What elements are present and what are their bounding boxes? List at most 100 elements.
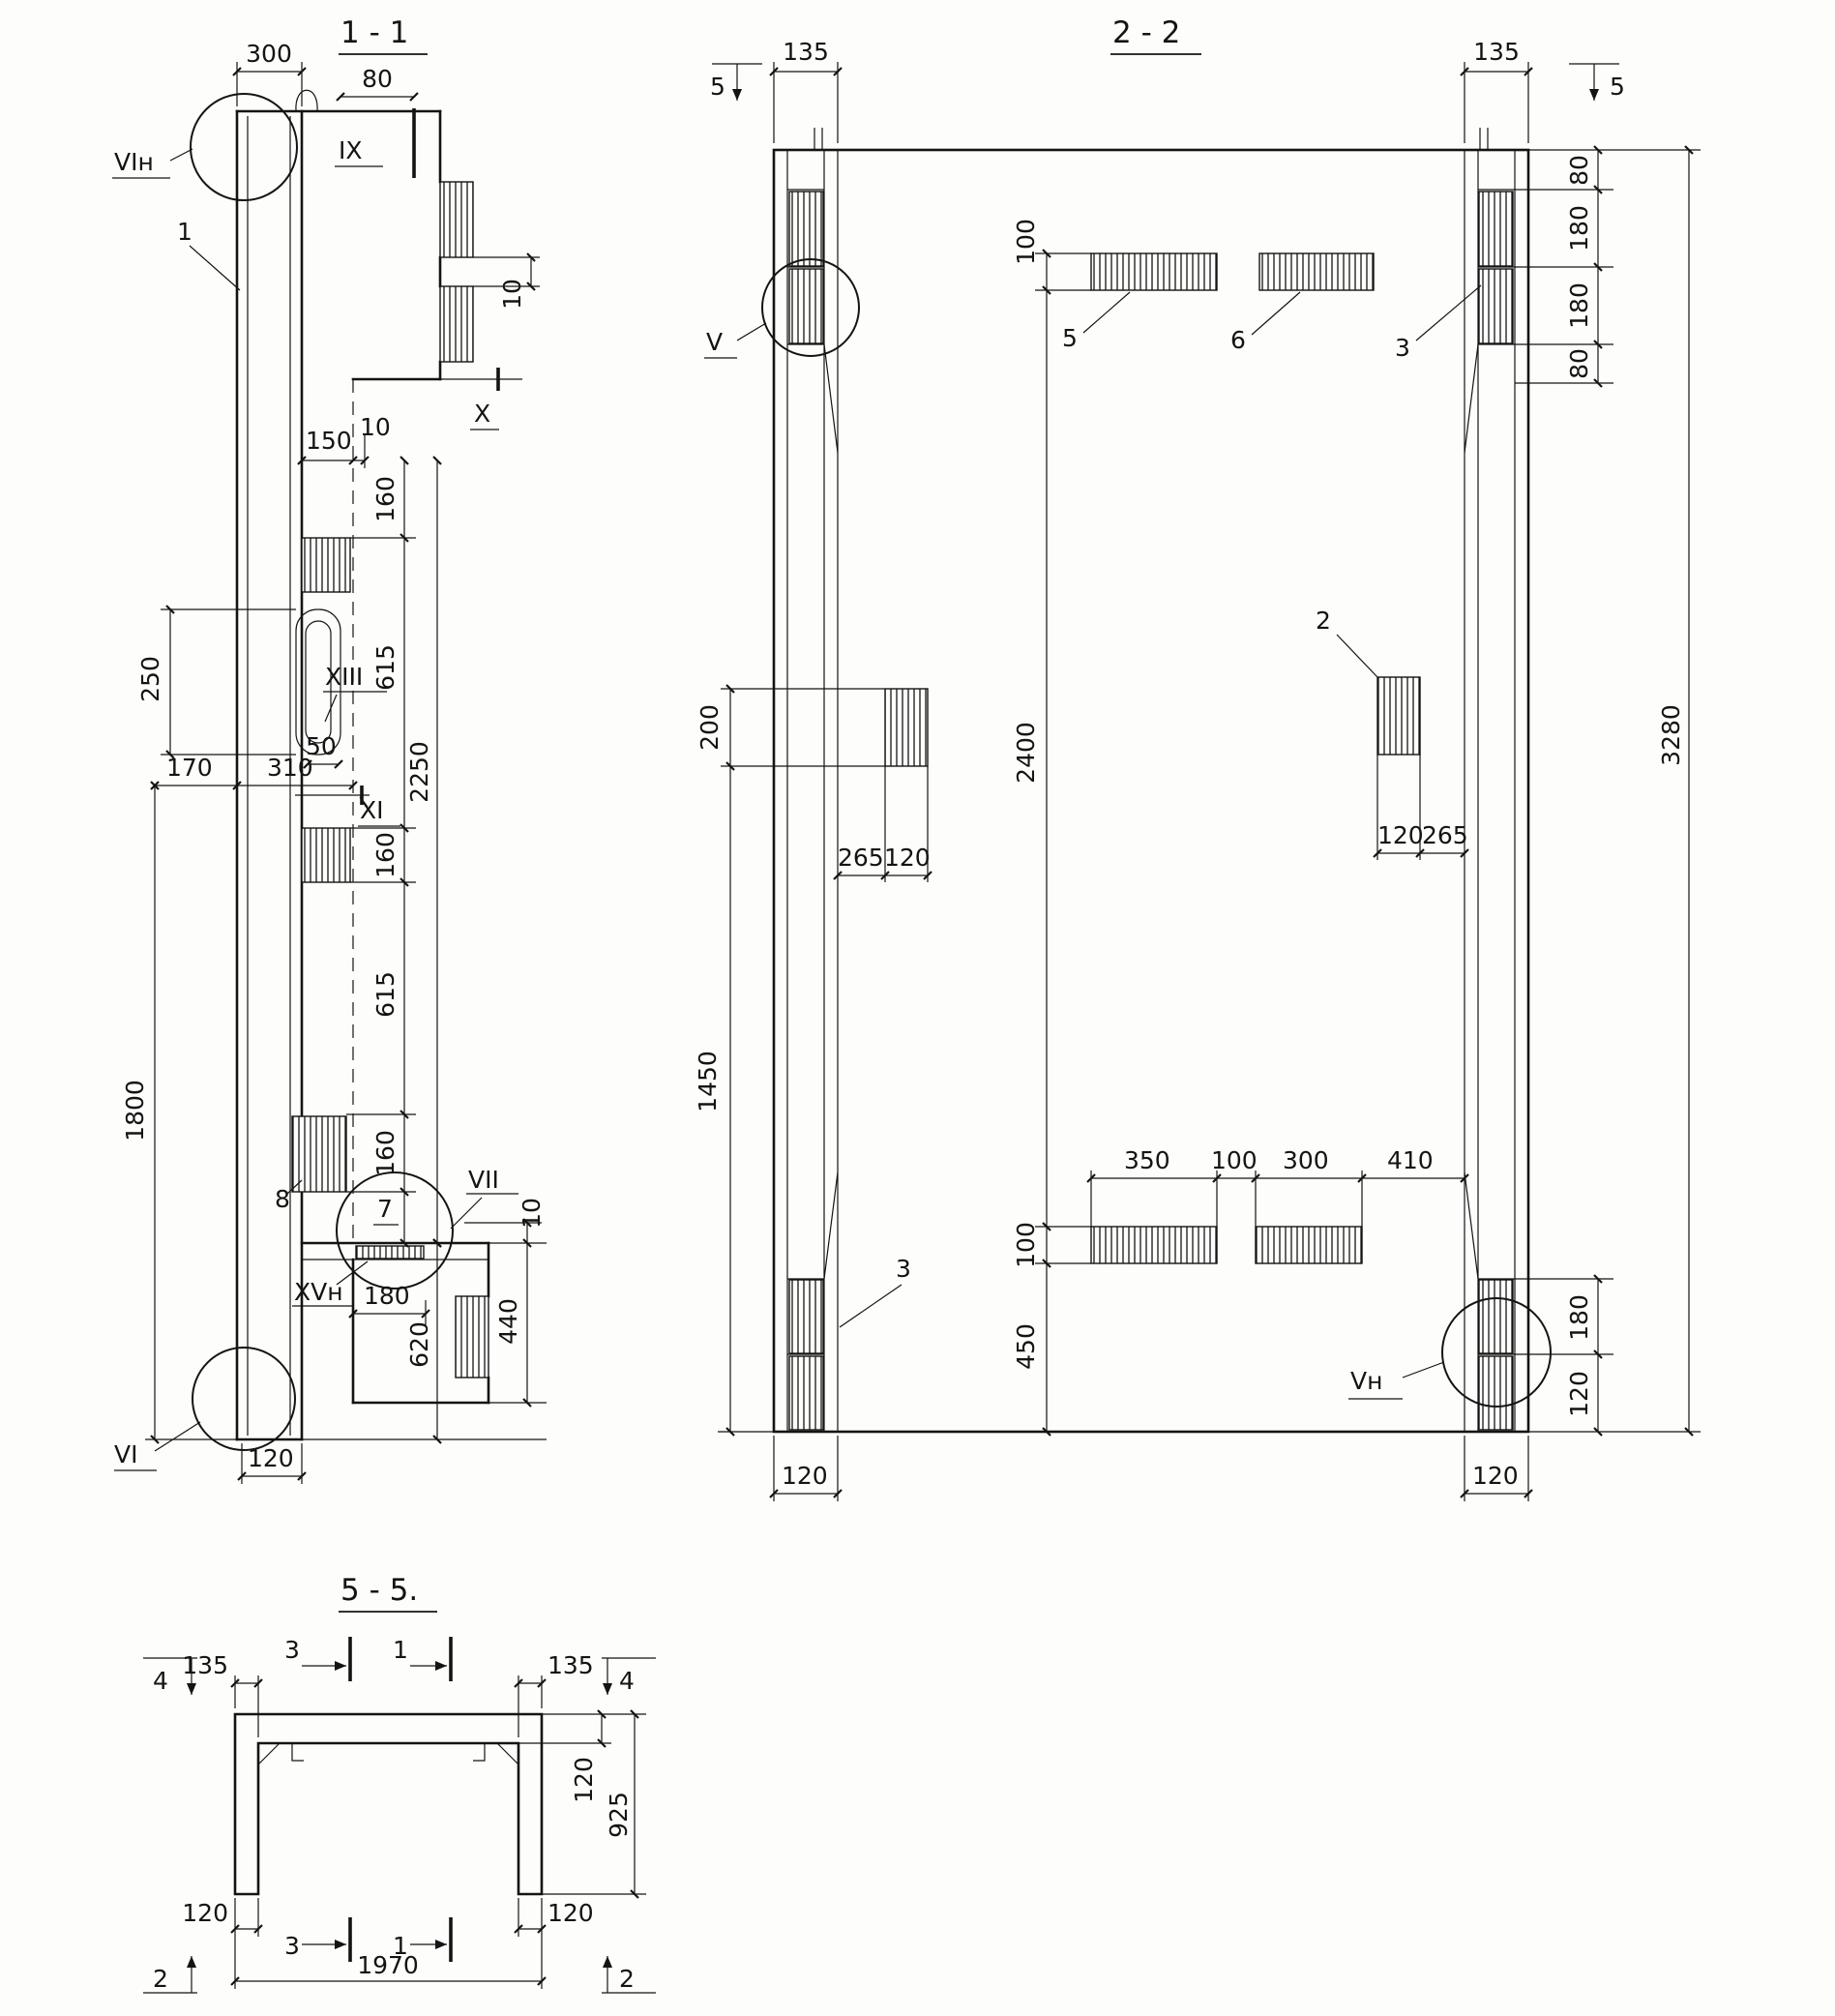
slot-recess	[295, 608, 341, 756]
section-1-1-dimensions	[145, 62, 547, 1484]
embed-plate	[439, 285, 474, 363]
dim-160-b: 160	[371, 832, 400, 878]
dim-150: 150	[306, 427, 352, 455]
part-label-5: 5	[1062, 324, 1078, 352]
callout-v: V	[706, 328, 723, 356]
rib-embed-plate	[1478, 268, 1514, 344]
dim-450: 450	[1012, 1323, 1040, 1370]
rib-embed-plate	[1478, 191, 1514, 267]
section-1-1-geometry	[112, 53, 522, 1471]
mark-5-right: 5	[1610, 73, 1625, 101]
embed-plate-bottom-right	[1255, 1226, 1363, 1264]
rib-embed-plate	[788, 1355, 824, 1431]
section-5-5-title: 5 - 5.	[340, 1573, 418, 1608]
dim-100-bottom: 100	[1012, 1222, 1040, 1268]
section-5-5-dimensions	[143, 1637, 656, 1994]
dim-615-a: 615	[371, 644, 400, 691]
rib-embed-plate	[788, 1279, 824, 1354]
dim-120-left: 120	[884, 844, 931, 872]
section-1-1: 1 - 1 VIн 1 300 80 IX 10 X 150 10 160 61…	[112, 15, 547, 1484]
dim-80-b: 80	[1565, 348, 1593, 379]
dim-120-bottom-right: 120	[1472, 1462, 1519, 1490]
dim-310: 310	[267, 754, 313, 782]
part-label-3-top: 3	[1395, 334, 1410, 362]
dim-120-right: 120	[1377, 821, 1424, 849]
dim-160-a: 160	[371, 476, 400, 522]
mark-1-bottom: 1	[393, 1932, 408, 1960]
dim-1800: 1800	[121, 1080, 149, 1141]
dim-50: 50	[306, 732, 337, 760]
dim-265-right: 265	[1422, 821, 1468, 849]
embed-plate-2-right	[1376, 676, 1421, 756]
callout-xi: XI	[360, 796, 384, 824]
dim-2400: 2400	[1012, 722, 1040, 784]
dim-100-mid: 100	[1211, 1146, 1258, 1174]
dim-1450: 1450	[694, 1051, 722, 1112]
embed-plate-6	[1258, 252, 1375, 291]
callout-vi-bottom: VI	[114, 1440, 137, 1468]
mark-1-top: 1	[393, 1636, 408, 1664]
embed-plate	[301, 537, 351, 593]
dim-10-mid: 10	[360, 413, 391, 441]
rib-embed-plate	[788, 268, 824, 344]
mark-5-left: 5	[710, 73, 725, 101]
dim-120-bottom-left: 120	[782, 1462, 828, 1490]
callout-vi-n-top: VIн	[114, 148, 154, 176]
dim-120-bottom-right: 120	[548, 1899, 594, 1927]
dim-135-left: 135	[783, 38, 829, 66]
embed-plate-2-left	[884, 688, 929, 767]
section-2-2: 2 - 2 5 5 135 135 100 80 180 180 80 V 5 …	[694, 15, 1701, 1501]
rib-embed-plate	[1478, 1355, 1514, 1431]
detail-circle-v-n	[1441, 1297, 1552, 1408]
dim-10-top: 10	[498, 279, 526, 310]
dim-170: 170	[166, 754, 213, 782]
dim-135-right: 135	[548, 1651, 594, 1679]
embed-plate	[455, 1295, 489, 1379]
dim-2250: 2250	[405, 741, 433, 803]
callout-xiii: XIII	[325, 663, 363, 691]
part-label-3-bottom: 3	[896, 1255, 911, 1283]
dim-160-c: 160	[371, 1130, 400, 1176]
dim-135-right: 135	[1473, 38, 1520, 66]
callout-vii: VII	[468, 1166, 499, 1194]
detail-circle-7	[336, 1171, 454, 1290]
dim-620: 620	[405, 1321, 433, 1368]
callout-v-n: Vн	[1350, 1367, 1382, 1395]
dim-135-left: 135	[182, 1651, 228, 1679]
dim-300: 300	[1283, 1146, 1329, 1174]
dim-350: 350	[1124, 1146, 1170, 1174]
section-2-2-title: 2 - 2	[1112, 15, 1180, 50]
mark-4-left: 4	[153, 1667, 168, 1695]
callout-xv-n: XVн	[294, 1278, 343, 1306]
dim-180: 180	[364, 1282, 410, 1310]
part-label-8: 8	[275, 1185, 290, 1213]
dim-3280: 3280	[1657, 704, 1685, 766]
section-1-1-title: 1 - 1	[340, 15, 408, 50]
dim-120-bottom-left: 120	[182, 1899, 228, 1927]
detail-circle-v	[761, 258, 860, 357]
mark-4-right: 4	[619, 1667, 635, 1695]
dim-1970: 1970	[357, 1951, 419, 1979]
panel-outline	[772, 148, 1530, 1434]
mark-2-left: 2	[153, 1965, 168, 1993]
dim-200: 200	[696, 704, 724, 751]
weld-detail	[355, 1245, 425, 1260]
embed-plate	[439, 181, 474, 258]
callout-ix: IX	[339, 136, 363, 164]
callout-x: X	[474, 400, 490, 428]
detail-circle-vi	[192, 1347, 296, 1451]
dim-410: 410	[1387, 1146, 1434, 1174]
mark-3-top: 3	[284, 1636, 300, 1664]
embed-plate-bottom-left	[1090, 1226, 1218, 1264]
dim-440: 440	[494, 1298, 522, 1345]
embed-plate-5	[1090, 252, 1218, 291]
dim-80: 80	[362, 65, 393, 93]
dim-615-b: 615	[371, 971, 400, 1018]
dim-180-c: 180	[1565, 1294, 1593, 1341]
part-label-2: 2	[1316, 607, 1331, 635]
mark-2-right: 2	[619, 1965, 635, 1993]
dim-120-right: 120	[570, 1757, 598, 1803]
section-2-2-geometry	[704, 53, 1552, 1434]
